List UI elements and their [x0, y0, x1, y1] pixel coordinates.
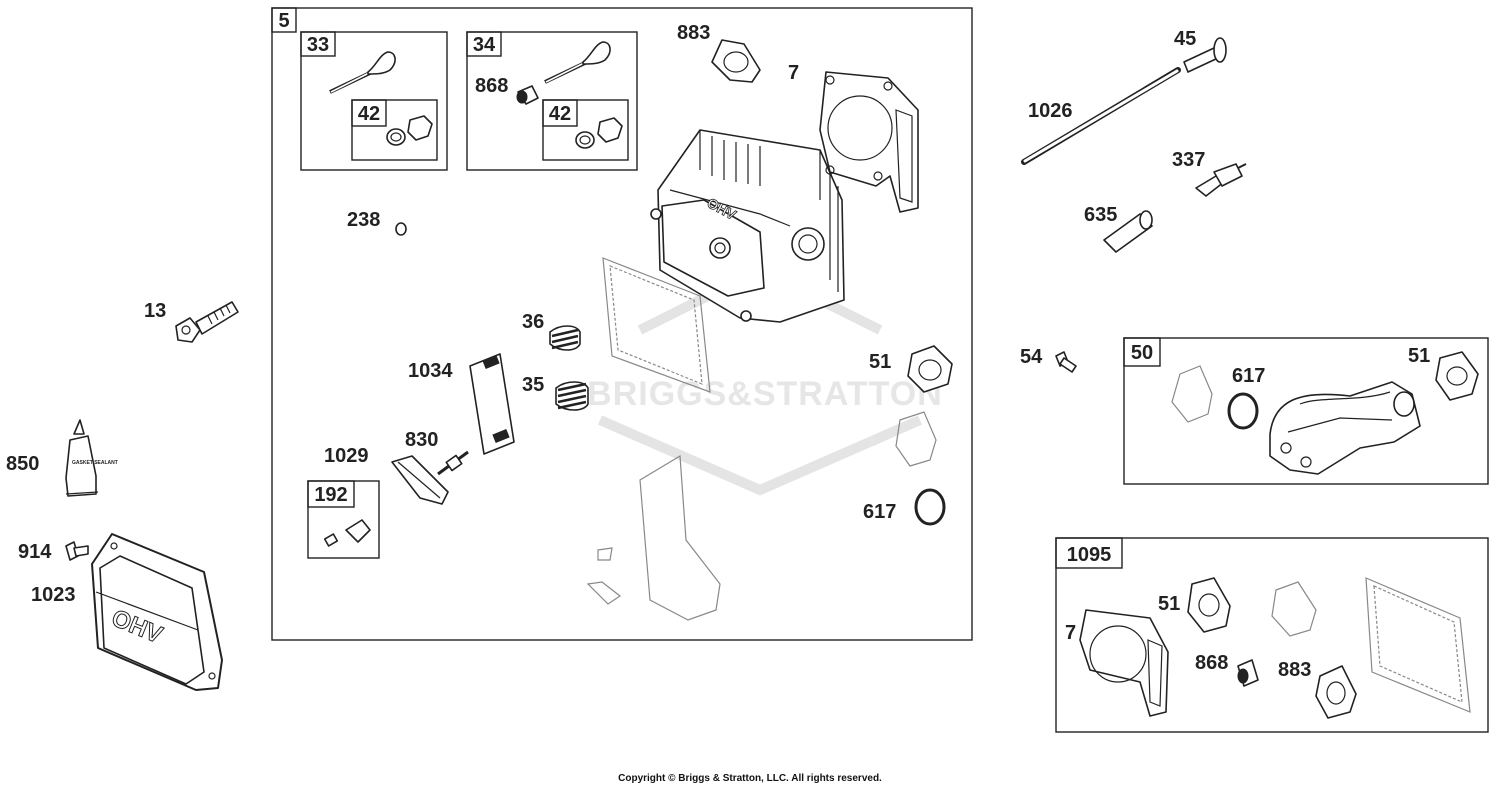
- group-label: 42: [358, 103, 380, 125]
- group-label: 50: [1131, 342, 1153, 364]
- valve-keepers-b: [575, 117, 623, 149]
- sealant-tube-drawing: GASKET SEALANT: [65, 419, 118, 497]
- breather-ghost: [586, 454, 721, 621]
- callout-337: 337: [1172, 149, 1205, 171]
- flange-bolt-13-drawing: [175, 301, 239, 343]
- callout-850: 850: [6, 453, 39, 475]
- adjusting-screw-drawing: [323, 519, 371, 547]
- group-label: 1095: [1067, 544, 1112, 566]
- copyright-notice: Copyright © Briggs & Stratton, LLC. All …: [618, 773, 882, 784]
- spark-plug-drawing: [1195, 163, 1247, 197]
- callout-883: 883: [677, 22, 710, 44]
- callout-635: 635: [1084, 204, 1117, 226]
- exhaust-gasket-51-drawing: [907, 345, 953, 393]
- callout-13: 13: [144, 300, 166, 322]
- callout-36: 36: [522, 311, 544, 333]
- group-1095: 1095: [1055, 537, 1489, 733]
- gasket-set-head-gasket: [1079, 609, 1169, 717]
- callout-617b: 617: [1232, 365, 1265, 387]
- group-label: 34: [473, 34, 496, 56]
- group-42a: 42: [351, 99, 438, 161]
- exhaust-gasket-ghost: [895, 411, 937, 467]
- callout-51b: 51: [1408, 345, 1430, 367]
- group-192: 192: [307, 480, 380, 559]
- callout-617: 617: [863, 501, 896, 523]
- screw-914-drawing: [65, 541, 89, 561]
- cylinder-head-drawing: OHV: [650, 129, 845, 323]
- intake-gasket-51-drawing: [1435, 351, 1479, 401]
- intake-valve-drawing: [544, 41, 611, 84]
- group-label: 42: [549, 103, 571, 125]
- gasket-set-cover-gasket-ghost: [1365, 577, 1471, 713]
- callout-1023: 1023: [31, 584, 76, 606]
- callout-51: 51: [869, 351, 891, 373]
- tube-label-text: GASKET SEALANT: [72, 460, 118, 466]
- callout-7: 7: [788, 62, 799, 84]
- callout-1034: 1034: [408, 360, 453, 382]
- head-gasket-drawing: [819, 71, 919, 213]
- o-ring-617-drawing: [914, 488, 946, 526]
- o-ring-617b-drawing: [1227, 392, 1259, 430]
- callout-51c: 51: [1158, 593, 1180, 615]
- group-label: 5: [278, 10, 289, 32]
- rocker-cover-gasket-ghost: [602, 257, 711, 393]
- callout-238: 238: [347, 209, 380, 231]
- exhaust-gasket-883-drawing: [711, 39, 761, 83]
- callout-1029: 1029: [324, 445, 369, 467]
- callout-45: 45: [1174, 28, 1196, 50]
- rocker-stud-drawing: [437, 450, 469, 476]
- group-50: 50: [1123, 337, 1489, 485]
- push-rod-guide-plate-drawing: [469, 353, 515, 455]
- gasket-set-868: [1237, 659, 1259, 687]
- valve-spring-35-drawing: [555, 381, 589, 411]
- gasket-set-51: [1187, 577, 1231, 633]
- intake-manifold-drawing: [1269, 381, 1421, 475]
- group-label: 33: [307, 34, 329, 56]
- push-rod-drawing: [1021, 67, 1181, 165]
- callout-1026: 1026: [1028, 100, 1073, 122]
- rocker-arm-drawing: [391, 455, 449, 505]
- valve-keepers-a: [386, 115, 433, 146]
- group-5: 5: [271, 7, 973, 641]
- callouts: 883 7 868 238 36 1034 35 830 1029 51 617…: [6, 22, 1430, 681]
- screw-54-drawing: [1055, 351, 1077, 373]
- callout-868: 868: [475, 75, 508, 97]
- valve-cover-drawing: OHV: [91, 533, 223, 691]
- exhaust-valve-drawing: [329, 51, 396, 94]
- group-42b: 42: [542, 99, 629, 161]
- callout-35: 35: [522, 374, 544, 396]
- sleeve-635-drawing: [1103, 210, 1153, 253]
- dowel-pin-drawing: [395, 222, 407, 236]
- callout-54: 54: [1020, 346, 1043, 368]
- watermark-text: BRIGGS&STRATTON: [587, 375, 943, 413]
- callout-868b: 868: [1195, 652, 1228, 674]
- callout-830: 830: [405, 429, 438, 451]
- watermark-registered: ®: [868, 433, 879, 449]
- callout-883b: 883: [1278, 659, 1311, 681]
- group-33: 33: [300, 31, 448, 171]
- gasket-set-ghost-gasket: [1271, 581, 1317, 637]
- callout-914: 914: [18, 541, 52, 563]
- valve-spring-36-drawing: [549, 325, 581, 351]
- watermark: BRIGGS&STRATTON ®: [587, 264, 943, 496]
- valve-seal: [516, 85, 539, 105]
- intake-gasket-ghost: [1171, 365, 1213, 423]
- group-label: 192: [314, 484, 347, 506]
- intake-valve-45-drawing: [1183, 37, 1227, 73]
- callout-7b: 7: [1065, 622, 1076, 644]
- gasket-set-883: [1315, 665, 1357, 719]
- group-34: 34: [466, 31, 638, 171]
